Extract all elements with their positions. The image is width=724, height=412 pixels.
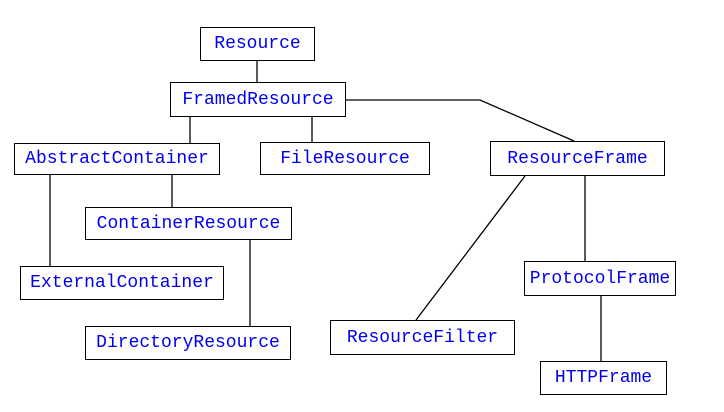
class-box-externalcontainer[interactable]: ExternalContainer (20, 266, 224, 300)
edge-framedresource-to-resourceframe (345, 99, 575, 142)
class-box-containerresource[interactable]: ContainerResource (85, 207, 292, 240)
edge-resourceframe-to-resourcefilter (415, 175, 526, 321)
class-box-resourcefilter[interactable]: ResourceFilter (330, 320, 515, 355)
class-box-directoryresource[interactable]: DirectoryResource (85, 326, 291, 360)
class-box-framedresource[interactable]: FramedResource (170, 82, 346, 117)
class-box-abstractcontainer[interactable]: AbstractContainer (14, 143, 220, 175)
class-box-protocolframe[interactable]: ProtocolFrame (524, 261, 676, 296)
class-box-httpframe[interactable]: HTTPFrame (540, 361, 667, 395)
class-box-resourceframe[interactable]: ResourceFrame (490, 141, 665, 176)
class-box-fileresource[interactable]: FileResource (260, 142, 430, 175)
class-box-resource[interactable]: Resource (200, 27, 315, 61)
